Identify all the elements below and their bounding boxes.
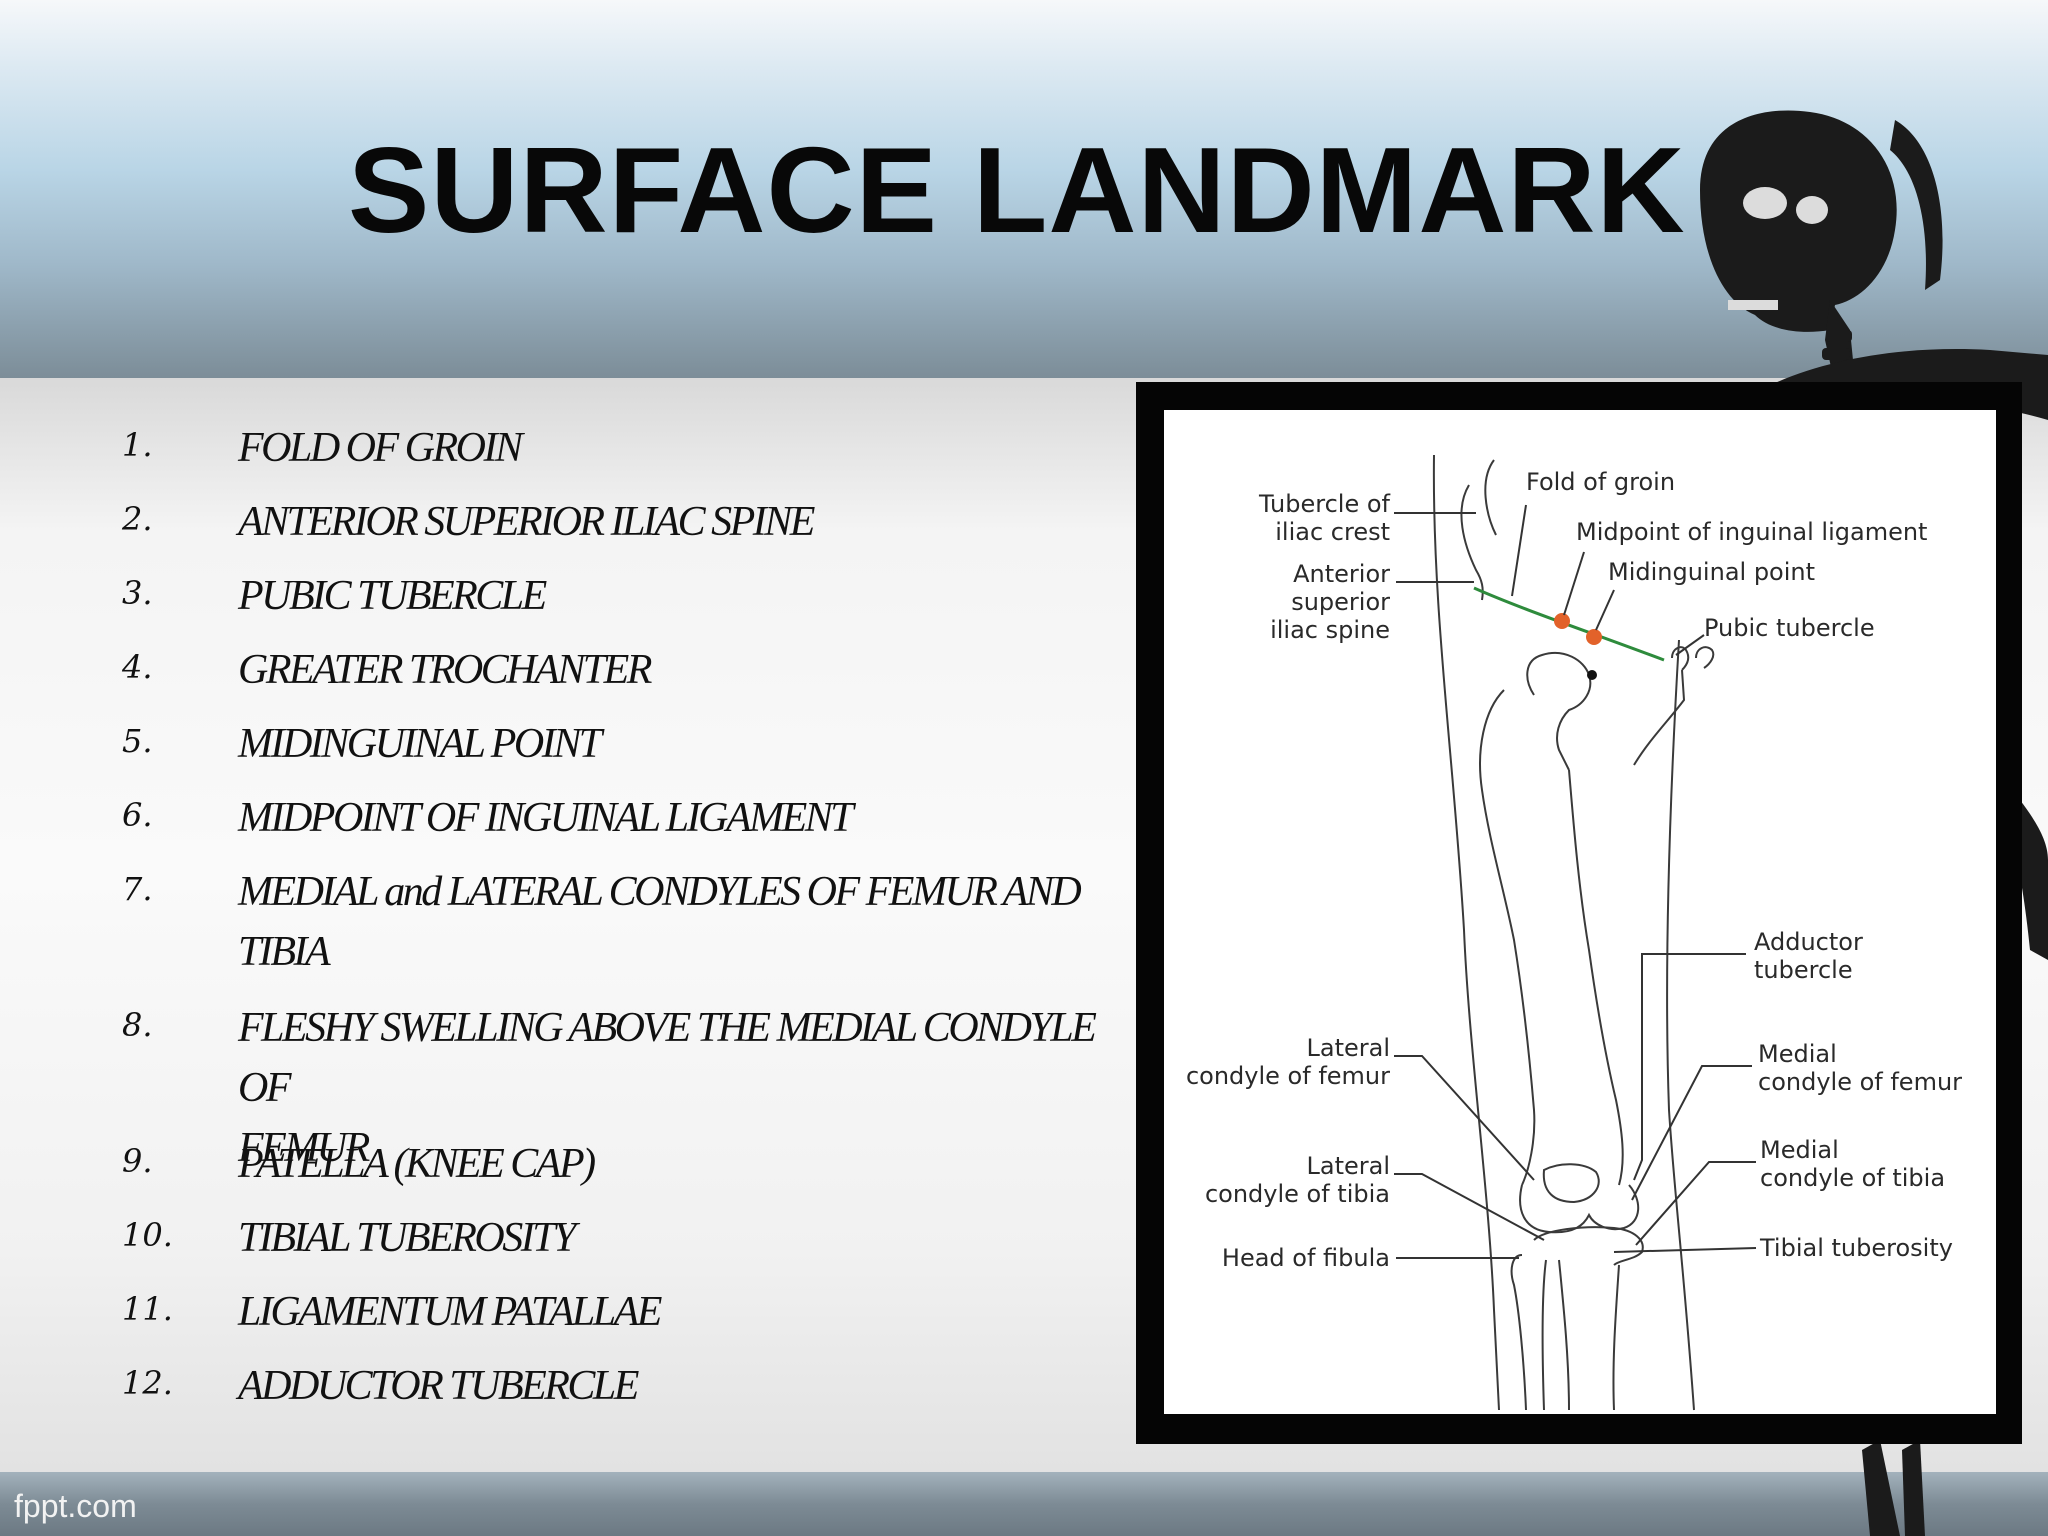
list-number: 5.	[122, 722, 153, 760]
list-text: GREATER TROCHANTER	[238, 647, 652, 693]
list-text: TIBIAL TUBEROSITY	[238, 1215, 576, 1261]
label-fold-of-groin: Fold of groin	[1526, 468, 1675, 496]
pubic-outline	[1633, 669, 1686, 766]
leader-line	[1613, 1247, 1757, 1253]
list-text: FOLD OF GROIN	[238, 425, 523, 471]
midinguinal-marker	[1586, 629, 1602, 645]
label-lateral-condyle-tibia: Lateral	[1307, 1152, 1391, 1180]
list-text: FLESHY SWELLING ABOVE THE MEDIAL CONDYLE…	[238, 1005, 1097, 1171]
list-number: 9.	[122, 1142, 153, 1180]
label-pubic-tubercle: Pubic tubercle	[1704, 614, 1875, 642]
list-number: 3.	[122, 574, 153, 612]
list-text: MIDPOINT OF INGUINAL LIGAMENT	[238, 795, 854, 841]
label-medial-condyle-tibia: Medial	[1760, 1136, 1839, 1164]
patella	[1542, 1163, 1600, 1204]
femoral-head	[1526, 652, 1592, 771]
femur-lateral-border	[1479, 689, 1536, 1186]
list-text: LIGAMENTUM PATALLAE	[238, 1289, 662, 1335]
label-tubercle-iliac-crest: Tubercle of	[1258, 490, 1391, 518]
list-number: 7.	[122, 870, 153, 908]
list-number: 4.	[122, 648, 153, 686]
label-midpoint-inguinal-ligament: Midpoint of inguinal ligament	[1576, 518, 1927, 546]
list-number: 6.	[122, 796, 153, 834]
footer-band	[0, 1472, 2048, 1536]
label-tubercle-iliac-crest: iliac crest	[1275, 518, 1390, 546]
leader-line	[1633, 953, 1746, 1181]
slide-title: SURFACE LANDMARK	[348, 122, 1686, 258]
anatomy-figure-frame: Tubercle of iliac crest Anterior superio…	[1136, 382, 2022, 1444]
trochanter-marker	[1587, 670, 1597, 680]
list-number: 2.	[122, 500, 153, 538]
midpoint-marker	[1554, 613, 1570, 629]
thigh-outline-medial	[1666, 639, 1695, 1411]
leader-line	[1511, 504, 1527, 597]
label-lateral-condyle-tibia: condyle of tibia	[1205, 1180, 1390, 1208]
list-number: 11.	[122, 1290, 173, 1328]
label-adductor-tubercle: Adductor	[1754, 928, 1863, 956]
label-medial-condyle-femur: Medial	[1758, 1040, 1837, 1068]
label-lateral-condyle-femur: Lateral	[1307, 1034, 1391, 1062]
leader-line	[1394, 1055, 1535, 1181]
leader-line	[1635, 1161, 1756, 1246]
list-number: 1.	[122, 426, 153, 464]
iliac-crest-outline	[1460, 484, 1484, 601]
label-midinguinal-point: Midinguinal point	[1608, 558, 1815, 586]
list-number: 8.	[122, 1006, 153, 1044]
label-medial-condyle-femur: condyle of femur	[1758, 1068, 1962, 1096]
leader-line	[1631, 1065, 1752, 1201]
leader-line	[1394, 1173, 1545, 1241]
label-asis: superior	[1291, 588, 1390, 616]
fibula-medial	[1541, 1259, 1547, 1411]
femoral-condyles	[1519, 1184, 1640, 1234]
pubic-tubercle-left	[1671, 646, 1690, 671]
tibia-lateral	[1558, 1259, 1570, 1411]
list-text: PATELLA (KNEE CAP)	[238, 1141, 596, 1187]
iliac-outline-2	[1484, 459, 1497, 536]
leader-line	[1563, 551, 1585, 616]
label-asis: iliac spine	[1270, 616, 1390, 644]
label-tibial-tuberosity: Tibial tuberosity	[1759, 1234, 1953, 1262]
label-adductor-tubercle: tubercle	[1754, 956, 1853, 984]
leader-line	[1675, 634, 1705, 656]
label-lateral-condyle-femur: condyle of femur	[1186, 1062, 1390, 1090]
list-text: ADDUCTOR TUBERCLE	[238, 1363, 639, 1409]
anatomy-figure: Tubercle of iliac crest Anterior superio…	[1164, 410, 1996, 1414]
thigh-outline-lateral	[1432, 454, 1500, 1411]
label-medial-condyle-tibia: condyle of tibia	[1760, 1164, 1945, 1192]
femur-medial-border	[1568, 769, 1624, 1186]
footer-brand: fppt.com	[14, 1488, 137, 1524]
label-asis: Anterior	[1293, 560, 1390, 588]
label-head-of-fibula: Head of fibula	[1222, 1244, 1390, 1272]
tibia-medial	[1612, 1264, 1620, 1411]
fibula-lateral	[1510, 1254, 1527, 1411]
tibial-plateau	[1533, 1226, 1644, 1266]
leg-diagram: Tubercle of iliac crest Anterior superio…	[1186, 454, 1962, 1411]
leader-line	[1595, 589, 1615, 631]
list-text: PUBIC TUBERCLE	[238, 573, 547, 619]
list-number: 10.	[122, 1216, 173, 1254]
pubic-tubercle-right	[1695, 646, 1715, 669]
list-number: 12.	[122, 1364, 173, 1402]
list-text: MIDINGUINAL POINT	[238, 721, 602, 767]
list-text: MEDIAL and LATERAL CONDYLES OF FEMUR AND…	[238, 869, 1082, 975]
list-text: ANTERIOR SUPERIOR ILIAC SPINE	[238, 499, 815, 545]
